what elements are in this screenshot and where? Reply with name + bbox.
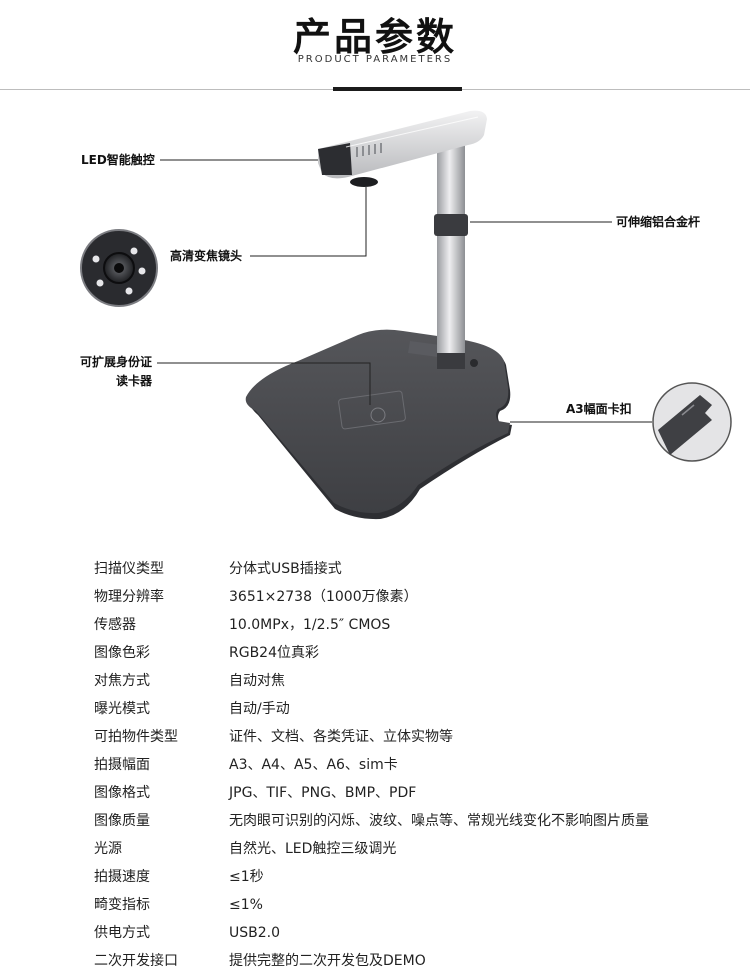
spec-label: 对焦方式 (94, 673, 150, 689)
spec-value: 自动/手动 (229, 701, 290, 717)
callout-alloy-pole: 可伸缩铝合金杆 (616, 215, 701, 229)
spec-value: 3651×2738（1000万像素） (229, 589, 418, 605)
spec-row: 光源 自然光、LED触控三级调光 (0, 837, 750, 865)
spec-label: 传感器 (94, 617, 136, 633)
clip-closeup (652, 382, 732, 462)
spec-label: 光源 (94, 841, 122, 857)
spec-value: 无肉眼可识别的闪烁、波纹、噪点等、常规光线变化不影响图片质量 (229, 813, 649, 829)
spec-row: 传感器 10.0MPx，1/2.5″ CMOS (0, 613, 750, 641)
spec-row: 供电方式 USB2.0 (0, 921, 750, 949)
spec-row: 对焦方式 自动对焦 (0, 669, 750, 697)
callout-id-reader: 可扩展身份证 读卡器 (60, 353, 152, 391)
callout-leaders (157, 159, 652, 423)
page-subtitle: PRODUCT PARAMETERS (297, 54, 453, 65)
spec-label: 图像格式 (94, 785, 150, 801)
spec-value: 证件、文档、各类凭证、立体实物等 (229, 729, 453, 745)
spec-label: 供电方式 (94, 925, 150, 941)
spec-value: JPG、TIF、PNG、BMP、PDF (229, 785, 417, 801)
spec-row: 图像色彩 RGB24位真彩 (0, 641, 750, 669)
spec-label: 图像色彩 (94, 645, 150, 661)
section-header: 产品参数 PRODUCT PARAMETERS (0, 0, 750, 92)
spec-value: RGB24位真彩 (229, 645, 319, 661)
spec-row: 拍摄幅面 A3、A4、A5、A6、sim卡 (0, 753, 750, 781)
spec-row: 二次开发接口 提供完整的二次开发包及DEMO (0, 949, 750, 977)
spec-value: 自然光、LED触控三级调光 (229, 841, 397, 857)
scanner-head (318, 110, 487, 187)
spec-value: 自动对焦 (229, 673, 285, 689)
spec-row: 曝光模式 自动/手动 (0, 697, 750, 725)
callout-hd-zoom-lens: 高清变焦镜头 (170, 249, 243, 263)
spec-value: 提供完整的二次开发包及DEMO (229, 953, 426, 969)
spec-row: 拍摄速度 ≤1秒 (0, 865, 750, 893)
callout-id-reader-line1: 可扩展身份证 (79, 355, 152, 369)
spec-label: 可拍物件类型 (94, 729, 178, 745)
spec-label: 扫描仪类型 (94, 561, 164, 577)
spec-label: 畸变指标 (94, 897, 150, 913)
spec-row: 物理分辨率 3651×2738（1000万像素） (0, 585, 750, 613)
spec-value: USB2.0 (229, 925, 281, 941)
product-illustration: LED智能触控 高清变焦镜头 可伸缩铝合金杆 可扩展身份证 读卡器 A3幅面卡扣 (0, 95, 750, 535)
callout-a3-clip: A3幅面卡扣 (566, 402, 632, 416)
spec-label: 二次开发接口 (94, 953, 178, 969)
spec-row: 图像质量 无肉眼可识别的闪烁、波纹、噪点等、常规光线变化不影响图片质量 (0, 809, 750, 837)
spec-row: 扫描仪类型 分体式USB插接式 (0, 557, 750, 585)
spec-row: 畸变指标 ≤1% (0, 893, 750, 921)
spec-label: 拍摄幅面 (94, 757, 150, 773)
base-plate (245, 329, 512, 520)
scanner-illustration (80, 110, 732, 520)
spec-value: 分体式USB插接式 (229, 561, 342, 577)
spec-value: A3、A4、A5、A6、sim卡 (229, 757, 398, 773)
lens-closeup (80, 229, 158, 307)
spec-label: 图像质量 (94, 813, 150, 829)
header-divider-accent (333, 87, 462, 91)
spec-value: ≤1秒 (229, 869, 264, 885)
spec-label: 曝光模式 (94, 701, 150, 717)
spec-row: 图像格式 JPG、TIF、PNG、BMP、PDF (0, 781, 750, 809)
spec-label: 拍摄速度 (94, 869, 150, 885)
page-title: 产品参数 (292, 15, 457, 59)
alloy-pole (434, 137, 468, 369)
spec-value: 10.0MPx，1/2.5″ CMOS (229, 617, 391, 633)
spec-row: 可拍物件类型 证件、文档、各类凭证、立体实物等 (0, 725, 750, 753)
spec-label: 物理分辨率 (94, 589, 164, 605)
callout-led-touch: LED智能触控 (81, 153, 155, 167)
spec-value: ≤1% (229, 897, 263, 913)
callout-id-reader-line2: 读卡器 (115, 374, 152, 388)
